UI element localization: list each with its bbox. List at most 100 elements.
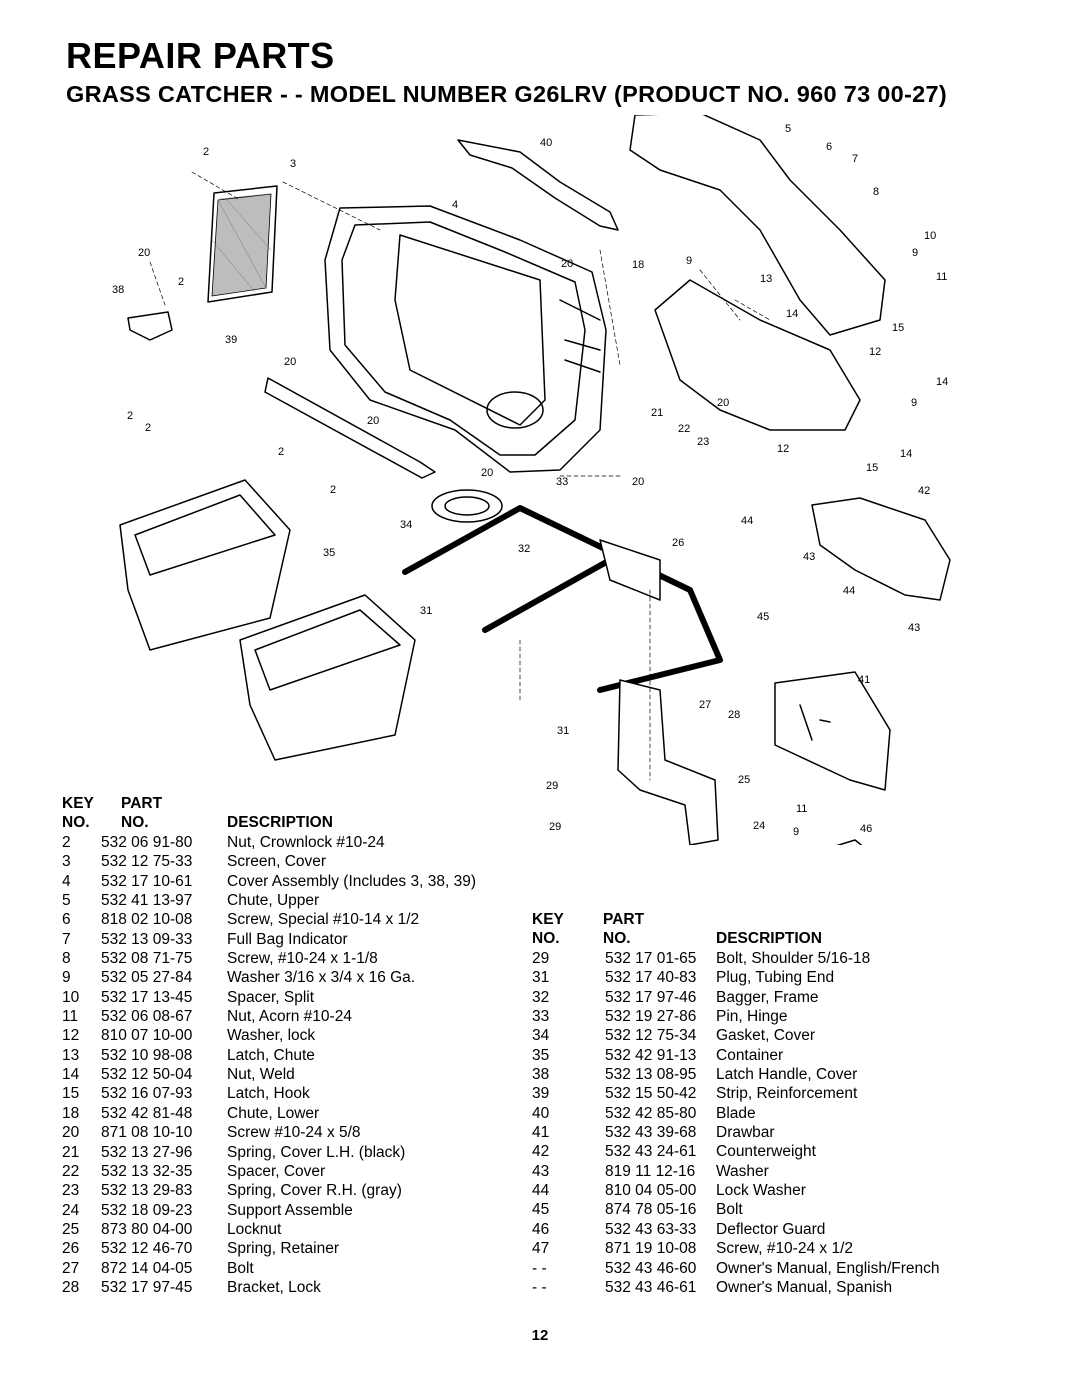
key-cell: 27 — [62, 1259, 80, 1277]
callout-label: 11 — [936, 271, 947, 283]
description-cell: Nut, Acorn #10-24 — [227, 1008, 352, 1026]
key-cell: 15 — [62, 1085, 80, 1103]
key-cell: 35 — [532, 1046, 550, 1064]
callout-label: 8 — [873, 186, 879, 198]
part-number-cell: 532 42 81-48 — [101, 1104, 193, 1122]
exploded-parts-diagram: 2 3 40 4 5 6 7 8 10 9 11 20 2 38 20 9 13… — [112, 115, 951, 845]
part-number-cell: 532 16 07-93 — [101, 1085, 193, 1103]
callout-label: 39 — [225, 334, 237, 346]
header-part: PART — [121, 795, 163, 812]
key-cell: 9 — [62, 969, 71, 987]
part-number-cell: 532 17 97-45 — [101, 1278, 193, 1296]
key-cell: 47 — [532, 1240, 550, 1258]
counterweight-drawing — [811, 497, 951, 601]
part-number-cell: 532 15 50-42 — [605, 1085, 697, 1103]
part-number-cell: 873 80 04-00 — [101, 1220, 193, 1238]
deflector-guard-drawing — [836, 839, 863, 845]
description-cell: Bolt — [716, 1201, 743, 1219]
part-number-cell: 532 13 09-33 — [101, 930, 193, 948]
part-number-cell: 810 04 05-00 — [605, 1182, 697, 1200]
part-number-cell: 532 41 13-97 — [101, 892, 193, 910]
description-cell: Bolt, Shoulder 5/16-18 — [716, 950, 871, 967]
key-cell: 11 — [62, 1008, 79, 1026]
table-header: KEY NO. PART NO. DESCRIPTION — [60, 794, 530, 833]
header-part-no: NO. — [603, 930, 631, 947]
description-cell: Lock Washer — [716, 1182, 806, 1200]
key-cell: 18 — [62, 1104, 80, 1122]
callout-label: 26 — [672, 537, 684, 549]
callout-label: 33 — [556, 476, 568, 488]
key-cell: 20 — [62, 1124, 80, 1142]
key-cell: 13 — [62, 1046, 80, 1064]
callout-label: 10 — [924, 230, 936, 242]
callout-label: 20 — [717, 397, 729, 409]
header-key-no: NO. — [62, 814, 90, 831]
cover-assembly-drawing — [324, 205, 607, 473]
part-number-cell: 532 43 46-60 — [605, 1259, 697, 1277]
key-cell: 39 — [532, 1085, 550, 1103]
part-number-cell: 818 02 10-08 — [101, 911, 193, 929]
description-cell: Strip, Reinforcement — [716, 1085, 858, 1103]
callout-label: 31 — [420, 605, 432, 617]
key-cell: 41 — [532, 1124, 550, 1142]
key-cell: 3 — [62, 853, 71, 871]
callout-label: 2 — [145, 422, 151, 434]
callout-label: 11 — [796, 803, 807, 815]
description-cell: Drawbar — [716, 1124, 775, 1142]
callout-label: 46 — [860, 823, 872, 835]
callout-label: 3 — [290, 158, 296, 170]
part-number-cell: 874 78 05-16 — [605, 1201, 697, 1219]
part-number-cell: 532 10 98-08 — [101, 1046, 193, 1064]
description-cell: Pin, Hinge — [716, 1008, 788, 1026]
key-cell: 12 — [62, 1027, 80, 1045]
part-number-cell: 810 07 10-00 — [101, 1027, 193, 1045]
key-cell: 4 — [62, 872, 71, 890]
part-number-cell: 532 43 46-61 — [605, 1278, 697, 1296]
callout-label: 2 — [178, 276, 184, 288]
part-number-cell: 532 05 27-84 — [101, 969, 193, 987]
callout-label: 18 — [632, 259, 644, 271]
reinforcement-strip-drawing — [264, 377, 436, 479]
callout-label: 2 — [203, 146, 209, 158]
callout-label: 21 — [651, 407, 663, 419]
table-row: 13 532 10 98-08 Latch, Chute — [60, 1046, 530, 1065]
callout-label: 27 — [699, 699, 711, 711]
description-cell: Latch, Chute — [227, 1046, 315, 1064]
callout-label: 41 — [858, 674, 870, 686]
part-number-cell: 532 17 10-61 — [101, 872, 193, 890]
callout-label: 28 — [728, 709, 740, 721]
description-cell: Counterweight — [716, 1143, 816, 1161]
description-cell: Latch, Hook — [227, 1085, 310, 1103]
header-key: KEY — [532, 911, 564, 928]
callout-label: 14 — [936, 376, 948, 388]
callout-label: 20 — [632, 476, 644, 488]
description-cell: Gasket, Cover — [716, 1027, 816, 1045]
description-cell: Bolt — [227, 1259, 254, 1277]
callout-label: 14 — [786, 308, 798, 320]
callout-label: 32 — [518, 543, 530, 555]
key-cell: 38 — [532, 1066, 550, 1084]
key-cell: 34 — [532, 1027, 550, 1045]
description-cell: Screen, Cover — [227, 853, 327, 871]
table-row: 15 532 16 07-93 Latch, Hook — [60, 1084, 530, 1103]
callout-labels: 2 3 40 4 5 6 7 8 10 9 11 20 2 38 20 9 13… — [112, 123, 948, 838]
